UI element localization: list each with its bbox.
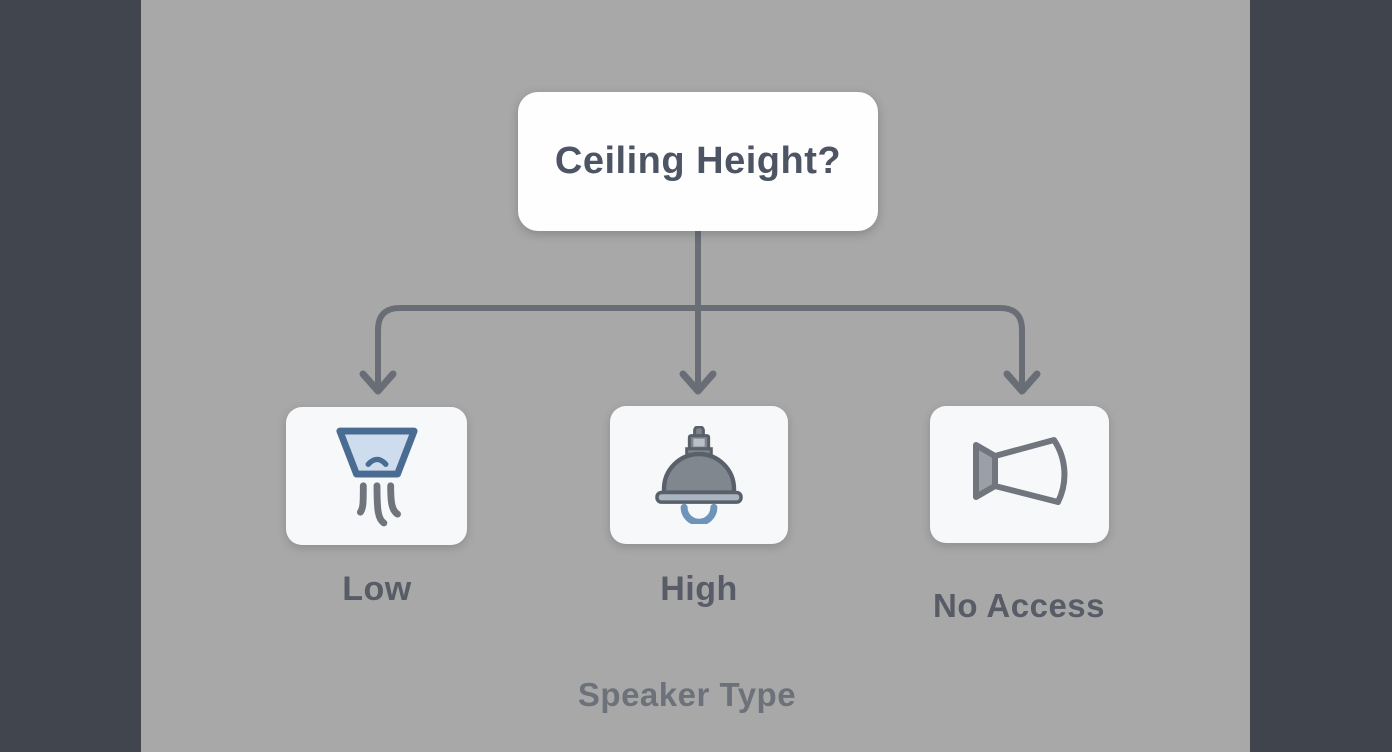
option-card-low — [286, 407, 467, 545]
right-dark-panel — [1250, 0, 1392, 752]
option-card-no-access — [930, 406, 1109, 543]
decision-node-ceiling-height: Ceiling Height? — [518, 92, 878, 231]
decision-title: Ceiling Height? — [554, 140, 842, 182]
pendant-speaker-icon — [655, 426, 743, 524]
left-dark-panel — [0, 0, 141, 752]
diagram-caption: Speaker Type — [577, 676, 797, 713]
arrowhead-right — [1003, 370, 1041, 395]
ceiling-speaker-icon — [335, 427, 418, 527]
horn-speaker-icon — [972, 436, 1067, 505]
arrowhead-left — [359, 370, 397, 395]
branch-label-high: High — [660, 570, 738, 608]
branch-label-no-access: No Access — [932, 587, 1106, 624]
branch-label-low: Low — [342, 570, 412, 608]
arrowhead-center — [679, 370, 717, 395]
option-card-high — [610, 406, 788, 544]
connector-branch-rail — [375, 305, 1025, 387]
